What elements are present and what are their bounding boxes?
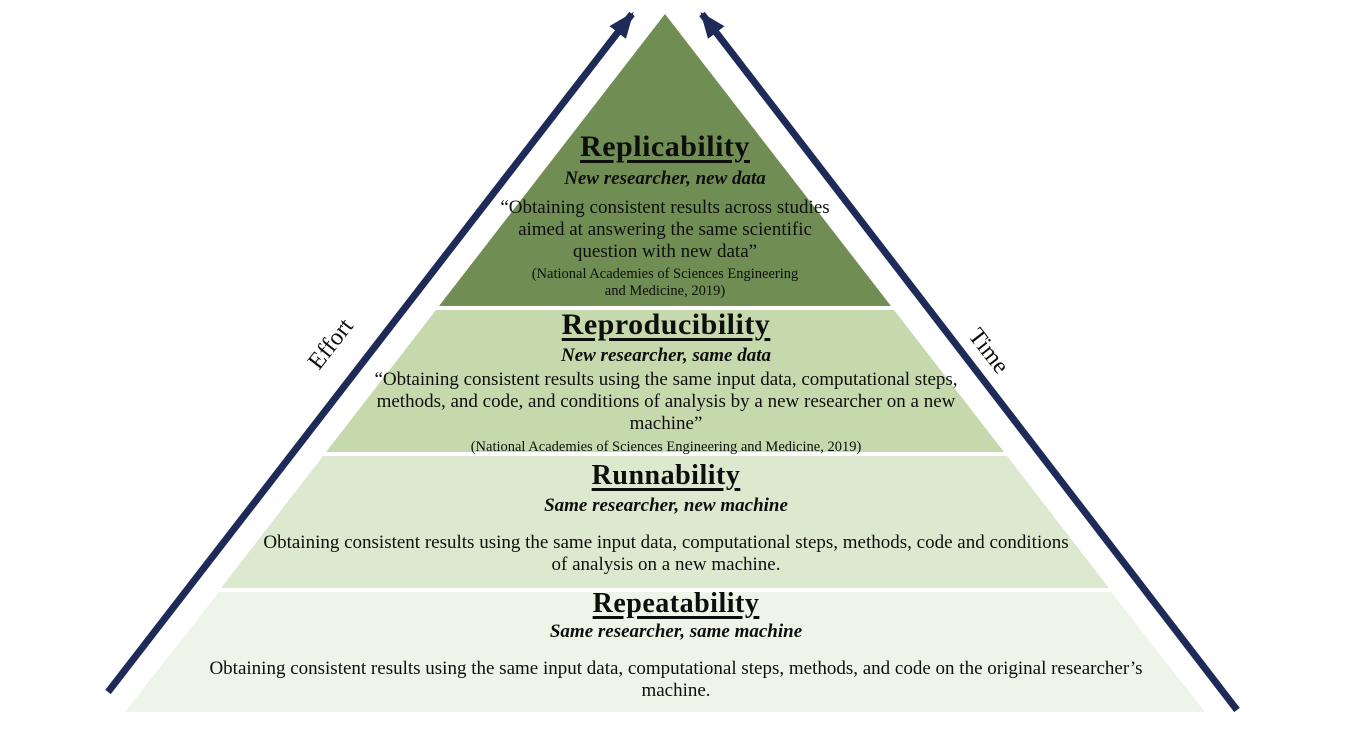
time-arrow [699, 11, 1240, 713]
pyramid-level-2-shape [326, 310, 1004, 452]
level-runnability: Runnability Same researcher, new machine… [262, 460, 1070, 576]
level-description: “Obtaining consistent results using the … [374, 368, 958, 434]
pyramid-level-3-shape [221, 456, 1109, 588]
level-repeatability: Repeatability Same researcher, same mach… [180, 588, 1172, 702]
level-subtitle: Same researcher, same machine [549, 621, 803, 643]
level-description: Obtaining consistent results using the s… [263, 532, 1069, 576]
pyramid-level-4-shape [125, 592, 1205, 712]
level-title: Runnability [591, 460, 741, 491]
level-subtitle: New researcher, same data [560, 344, 772, 366]
level-title: Reproducibility [561, 308, 771, 341]
level-subtitle: Same researcher, new machine [544, 495, 788, 517]
level-reproducibility: Reproducibility New researcher, same dat… [346, 308, 986, 456]
effort-arrow [105, 11, 635, 695]
level-citation: (National Academies of Sciences Engineer… [531, 265, 799, 299]
level-description: “Obtaining consistent results across stu… [500, 196, 830, 262]
level-replicability: Replicability New researcher, new data “… [424, 130, 906, 300]
level-description: Obtaining consistent results using the s… [209, 658, 1143, 702]
level-citation: (National Academies of Sciences Engineer… [470, 438, 862, 455]
level-subtitle: New researcher, new data [564, 167, 766, 189]
level-title: Replicability [580, 130, 750, 163]
level-title: Repeatability [592, 588, 760, 619]
pyramid-level-1-shape [439, 14, 891, 306]
